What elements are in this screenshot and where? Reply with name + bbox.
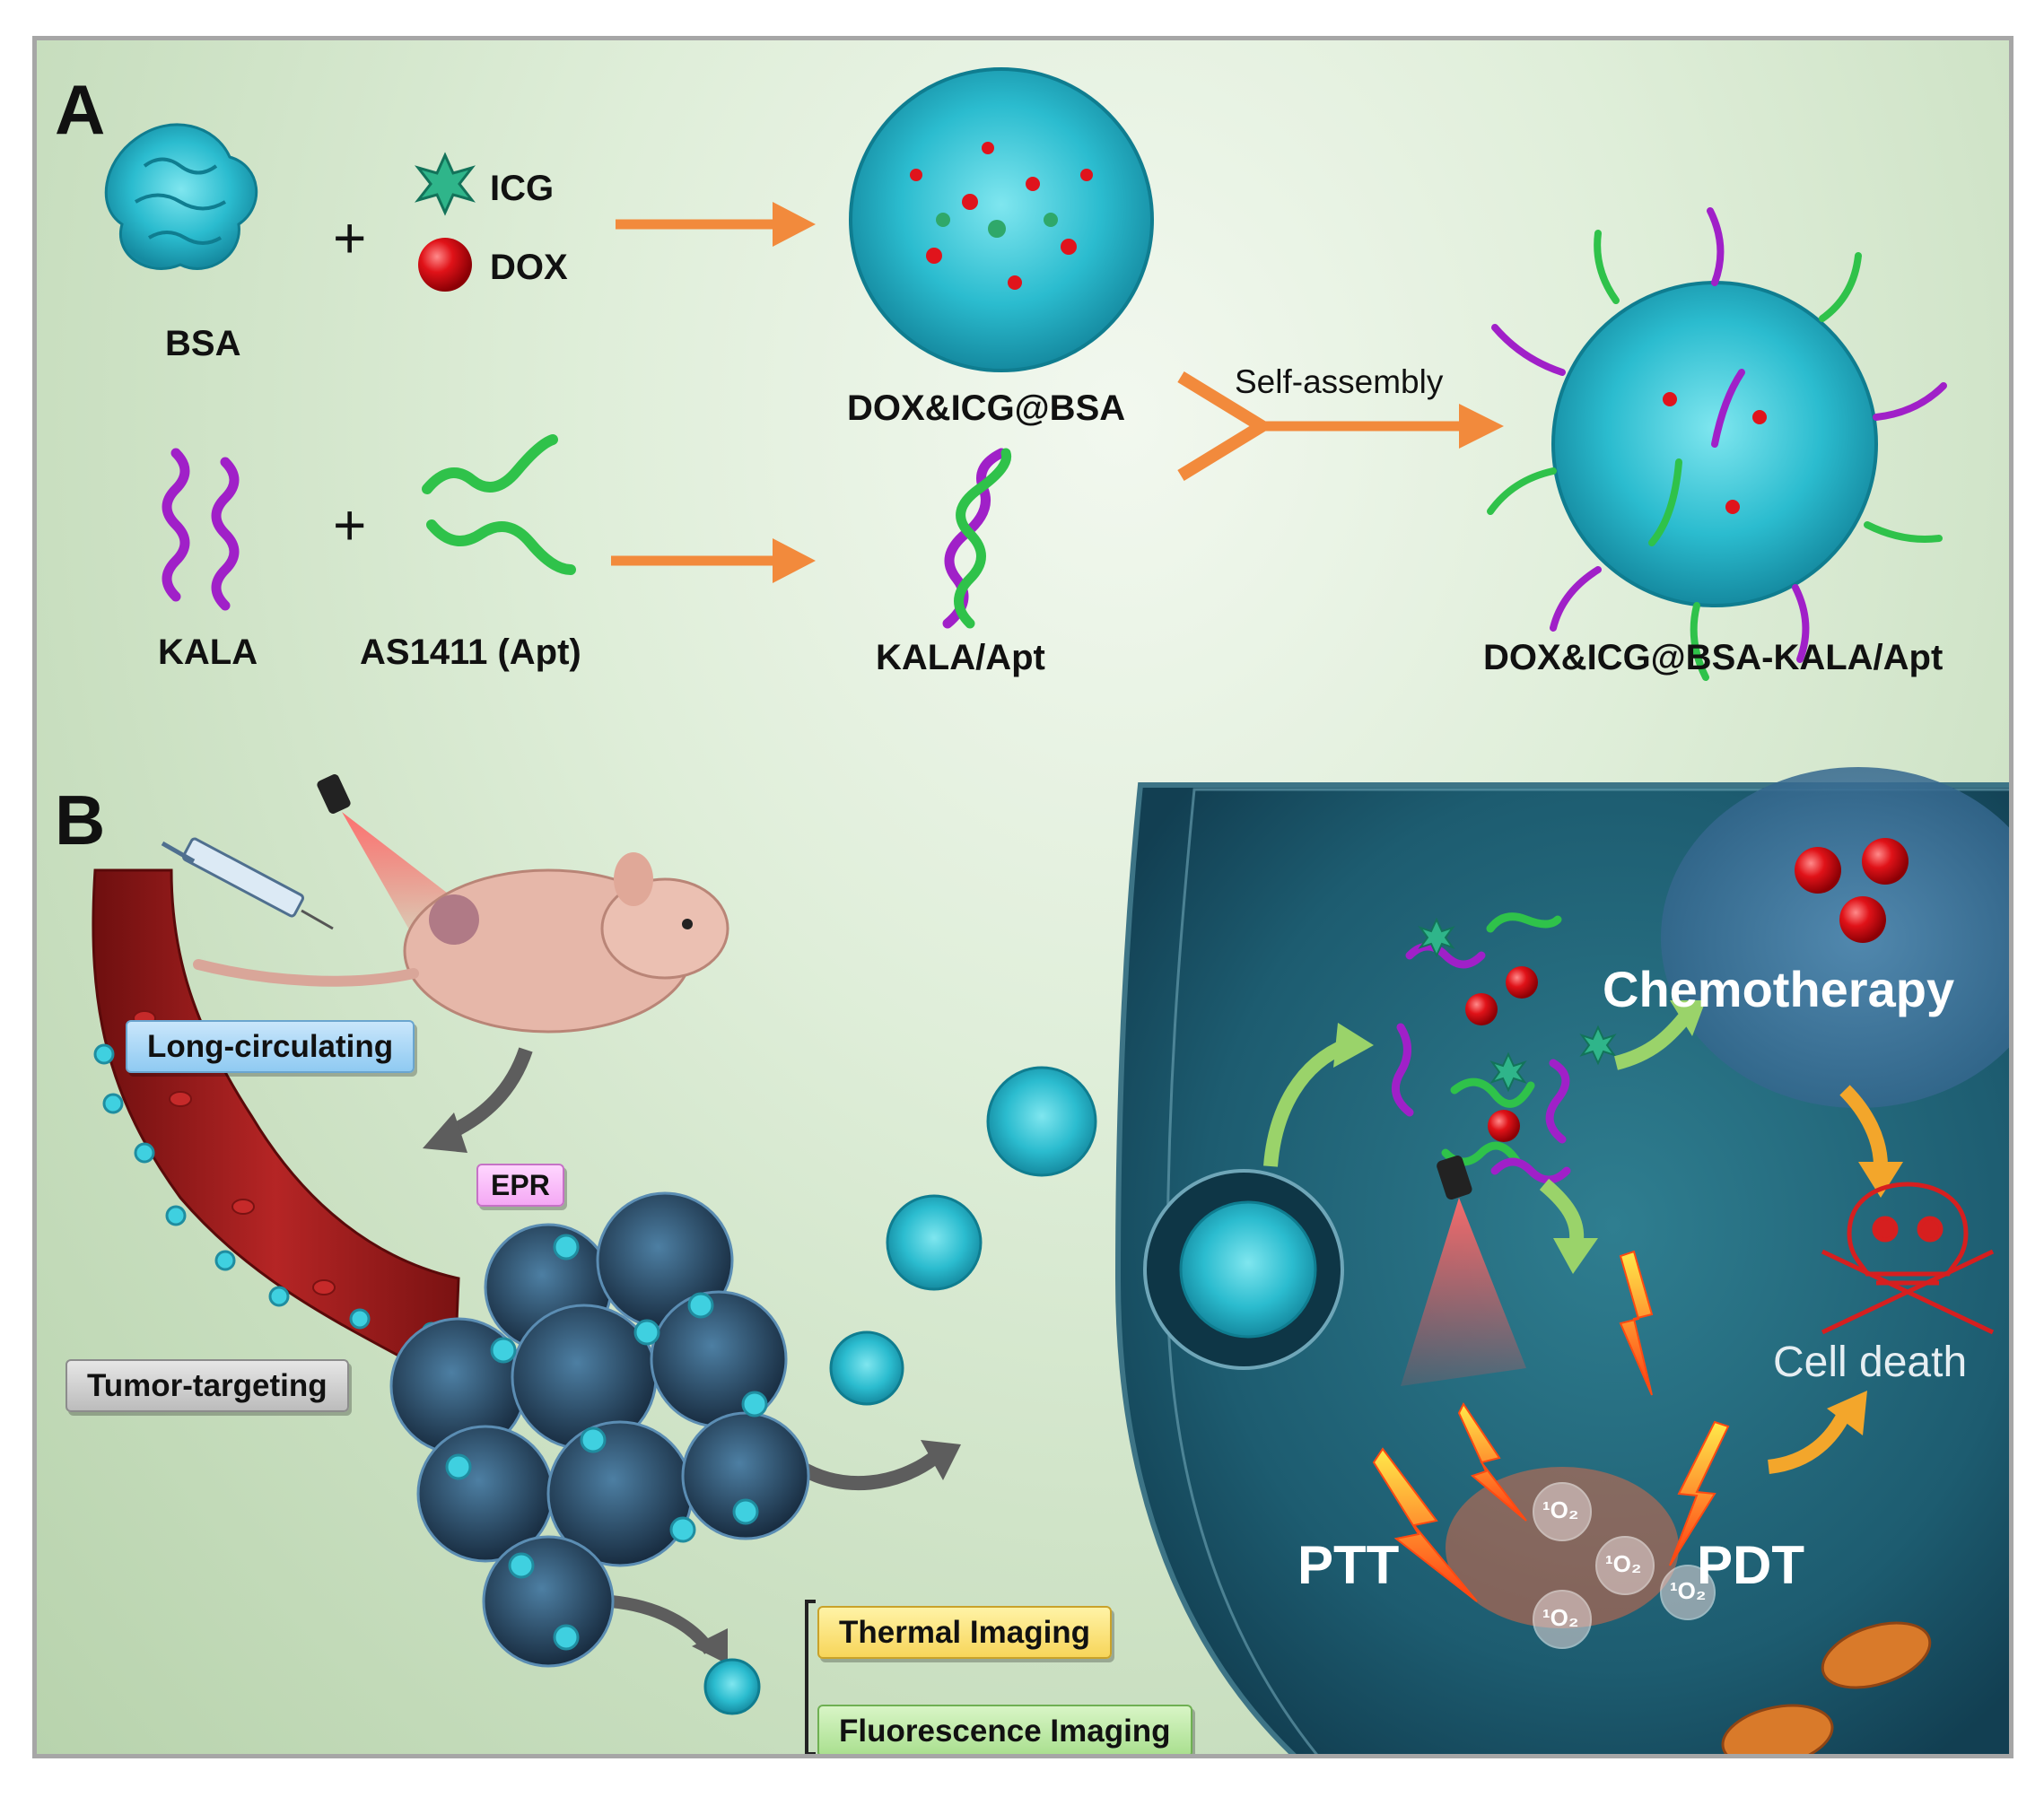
dox-sphere-icon xyxy=(418,238,472,292)
bsa-label: BSA xyxy=(165,324,241,363)
singlet-oxygen-bubbles xyxy=(1533,1482,1716,1649)
final-product-label: DOX&ICG@BSA-KALA/Apt xyxy=(1483,638,1944,677)
kala-apt-complex-icon xyxy=(942,448,1012,629)
tumor-targeting-label: Tumor-targeting xyxy=(66,1359,349,1412)
tumor-cluster xyxy=(389,1191,810,1668)
small-nanoparticle-icon xyxy=(703,1658,761,1715)
nucleus xyxy=(1661,767,2009,1108)
final-nanoparticle-icon xyxy=(1487,207,1947,681)
kala-peptide-icon xyxy=(162,448,240,611)
long-circulating-label: Long-circulating xyxy=(126,1020,415,1073)
plus-sign-2: + xyxy=(333,493,367,557)
syringe-icon xyxy=(161,837,334,930)
icg-label: ICG xyxy=(490,169,555,208)
dox-icg-bsa-particle-icon xyxy=(849,67,1154,372)
self-assembly-label: Self-assembly xyxy=(1235,363,1444,400)
arrow-a1 xyxy=(616,202,816,247)
curved-arrow-1 xyxy=(423,1047,533,1153)
ptt-label: PTT xyxy=(1297,1535,1400,1595)
chemotherapy-label: Chemotherapy xyxy=(1603,961,1955,1017)
panel-letter-b: B xyxy=(55,781,106,859)
singlet-oxygen-label-3: ¹O₂ xyxy=(1542,1604,1579,1631)
cell-death-label: Cell death xyxy=(1773,1339,1968,1386)
fluorescence-imaging-label: Fluorescence Imaging xyxy=(817,1705,1192,1754)
lightning-bolts xyxy=(1372,1250,1730,1602)
orange-arrow-heads xyxy=(1827,1162,1903,1435)
figure-frame: A B BSA + ICG DOX DOX&ICG@BSA Self-assem… xyxy=(32,36,2013,1758)
mouse-icon xyxy=(193,852,729,1034)
singlet-oxygen-label-2: ¹O₂ xyxy=(1605,1550,1642,1577)
imaging-bracket xyxy=(805,1600,816,1754)
thermal-imaging-label: Thermal Imaging xyxy=(817,1606,1113,1659)
panel-letter-a: A xyxy=(55,70,106,149)
migrating-particles xyxy=(829,1066,1097,1406)
epr-label: EPR xyxy=(476,1164,564,1207)
chemo-dox-spheres xyxy=(1795,838,1909,943)
self-assembly-arrow xyxy=(1177,371,1504,481)
singlet-oxygen-label-1: ¹O₂ xyxy=(1542,1496,1579,1523)
kala-apt-label: KALA/Apt xyxy=(876,638,1045,677)
skull-crossbones-icon xyxy=(1821,1182,1995,1335)
arrow-a2 xyxy=(611,538,816,583)
icg-star-icon xyxy=(414,152,476,216)
orange-arrows xyxy=(1767,1085,1888,1474)
mitochondria-icon xyxy=(1721,1621,1932,1754)
dox-label: DOX xyxy=(490,248,568,287)
figure-graphics xyxy=(92,67,2009,1754)
plus-sign: + xyxy=(333,205,367,270)
curved-arrow-2 xyxy=(795,1440,961,1491)
apt-aptamer-icon xyxy=(422,434,576,575)
pdt-label: PDT xyxy=(1697,1535,1804,1595)
released-components xyxy=(1391,912,1617,1184)
curved-arrow-3 xyxy=(610,1595,728,1664)
kala-label: KALA xyxy=(158,632,258,672)
as1411-label: AS1411 (Apt) xyxy=(360,632,581,672)
dox-icg-bsa-label: DOX&ICG@BSA xyxy=(847,388,1126,428)
green-arrow-heads xyxy=(1333,1000,1706,1274)
singlet-oxygen-label-4: ¹O₂ xyxy=(1670,1577,1707,1604)
bsa-protein-icon xyxy=(104,123,258,270)
